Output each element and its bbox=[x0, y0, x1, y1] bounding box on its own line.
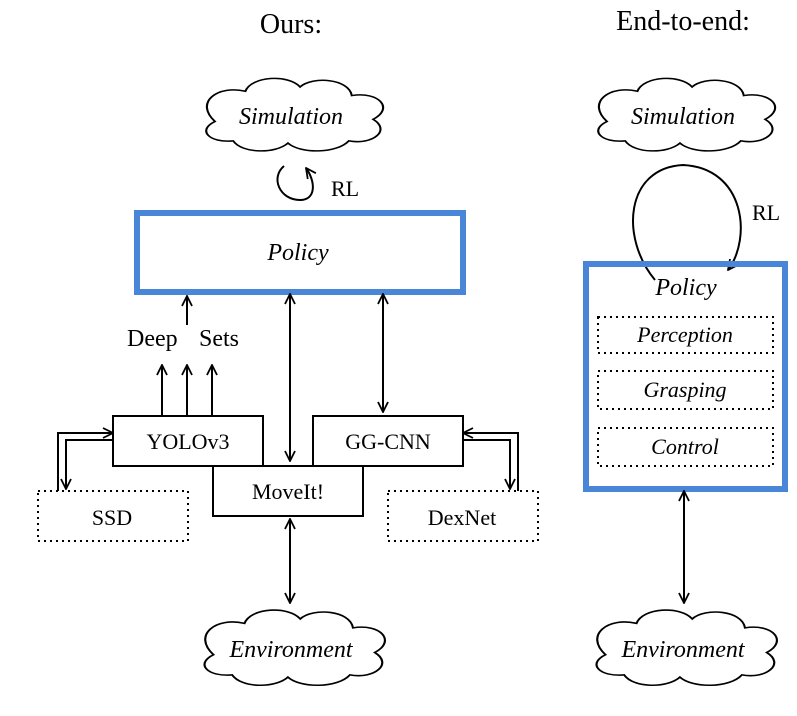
left-rl-label: RL bbox=[331, 176, 359, 201]
right-policy-label: Policy bbox=[654, 275, 717, 301]
left-title: Ours: bbox=[260, 9, 322, 40]
ggcnn-dexnet-swap-arrow-inner bbox=[463, 439, 510, 489]
ggcnn-box bbox=[312, 415, 464, 467]
left-rl-loop-arrow bbox=[276, 165, 312, 202]
control-box bbox=[597, 427, 774, 467]
right-rl-label: RL bbox=[752, 200, 780, 225]
yolov3-box bbox=[112, 415, 264, 467]
moveit-label: MoveIt! bbox=[252, 479, 324, 504]
perception-label: Perception bbox=[636, 322, 733, 347]
ggcnn-label: GG-CNN bbox=[345, 429, 431, 454]
right-simulation-label: Simulation bbox=[631, 104, 735, 130]
left-simulation-label: Simulation bbox=[239, 104, 343, 130]
dexnet-label: DexNet bbox=[428, 505, 496, 530]
deep-label: Deep bbox=[127, 326, 178, 352]
yolo-ssd-swap-arrow-inner bbox=[66, 439, 113, 489]
right-policy-box bbox=[583, 261, 788, 492]
ggcnn-dexnet-swap-arrow-outer bbox=[463, 433, 519, 491]
left-policy-label: Policy bbox=[266, 240, 329, 266]
right-rl-loop-arrow bbox=[632, 163, 742, 281]
yolo-ssd-swap-arrow-outer bbox=[57, 433, 113, 491]
moveit-box bbox=[212, 465, 364, 517]
ssd-label: SSD bbox=[92, 505, 132, 530]
dexnet-box bbox=[387, 490, 539, 542]
right-environment-label: Environment bbox=[620, 637, 745, 663]
sets-label: Sets bbox=[199, 326, 239, 352]
grasping-label: Grasping bbox=[643, 377, 726, 402]
left-environment-label: Environment bbox=[228, 637, 353, 663]
perception-box bbox=[597, 316, 774, 354]
yolov3-label: YOLOv3 bbox=[146, 429, 229, 454]
grasping-box bbox=[597, 370, 774, 410]
ssd-box bbox=[37, 490, 189, 542]
left-policy-box bbox=[134, 210, 466, 295]
control-label: Control bbox=[651, 434, 719, 459]
right-title: End-to-end: bbox=[616, 6, 750, 37]
